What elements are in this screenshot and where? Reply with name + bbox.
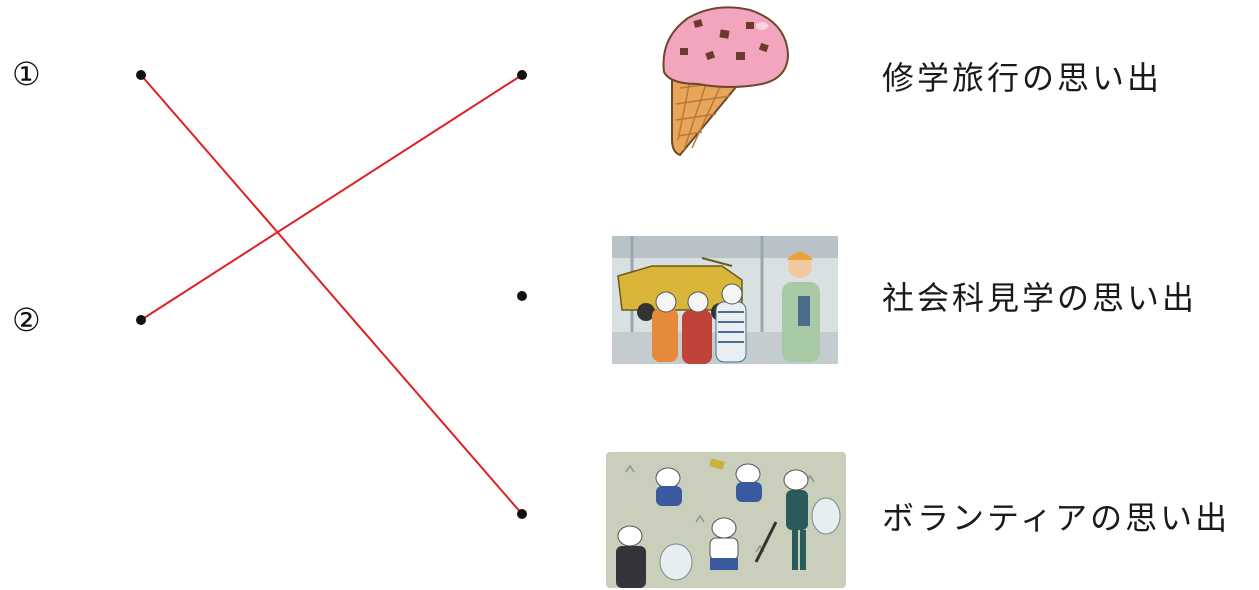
left-dot-1[interactable] xyxy=(136,70,146,80)
right-dot-3[interactable] xyxy=(517,509,527,519)
factory-tour-image xyxy=(612,236,838,364)
ice-cream-cone-image xyxy=(662,6,790,157)
caption-volunteer: ボランティアの思い出 xyxy=(882,499,1231,537)
connection-line-2 xyxy=(140,74,523,321)
right-dot-2[interactable] xyxy=(517,291,527,301)
caption-school-trip: 修学旅行の思い出 xyxy=(882,59,1163,97)
left-label-2: ② xyxy=(12,301,41,339)
volunteer-cleanup-image xyxy=(606,452,846,588)
left-dot-2[interactable] xyxy=(136,315,146,325)
connection-line-1 xyxy=(140,74,523,515)
caption-social-studies-tour: 社会科見学の思い出 xyxy=(882,279,1198,317)
left-label-1: ① xyxy=(12,55,41,93)
right-dot-1[interactable] xyxy=(517,70,527,80)
